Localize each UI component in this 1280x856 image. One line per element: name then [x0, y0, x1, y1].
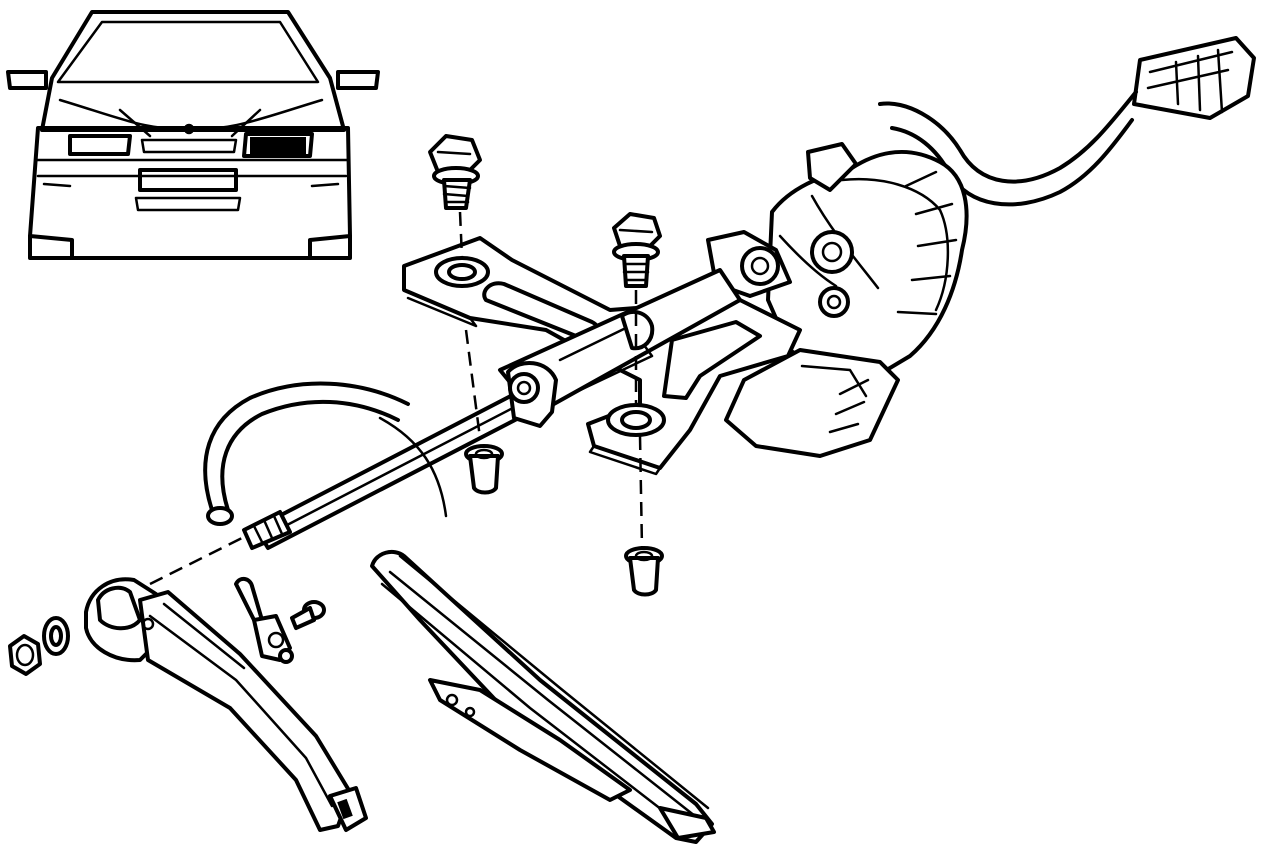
- nut-icon: [8, 634, 42, 676]
- screw-icon: [290, 600, 326, 630]
- connector-plug-icon: [1132, 36, 1256, 120]
- spindle-shaft-icon: [242, 268, 742, 550]
- washer-icon: [42, 616, 70, 656]
- assembly-centerlines: [149, 211, 644, 586]
- wiper-motor-icon: [706, 142, 969, 458]
- flange-bolt-icon: [428, 134, 482, 210]
- car-front-view-icon: [6, 10, 380, 260]
- grommet-icon: [624, 546, 664, 597]
- hose-icon: [203, 381, 448, 526]
- flange-bolt-icon: [612, 212, 662, 288]
- wiper-blade-icon: [370, 549, 716, 844]
- wiper-arm-icon: [84, 577, 368, 832]
- washer-jet-icon: [234, 577, 294, 664]
- connector-cable-icon: [878, 90, 1138, 207]
- grommet-icon: [464, 444, 504, 495]
